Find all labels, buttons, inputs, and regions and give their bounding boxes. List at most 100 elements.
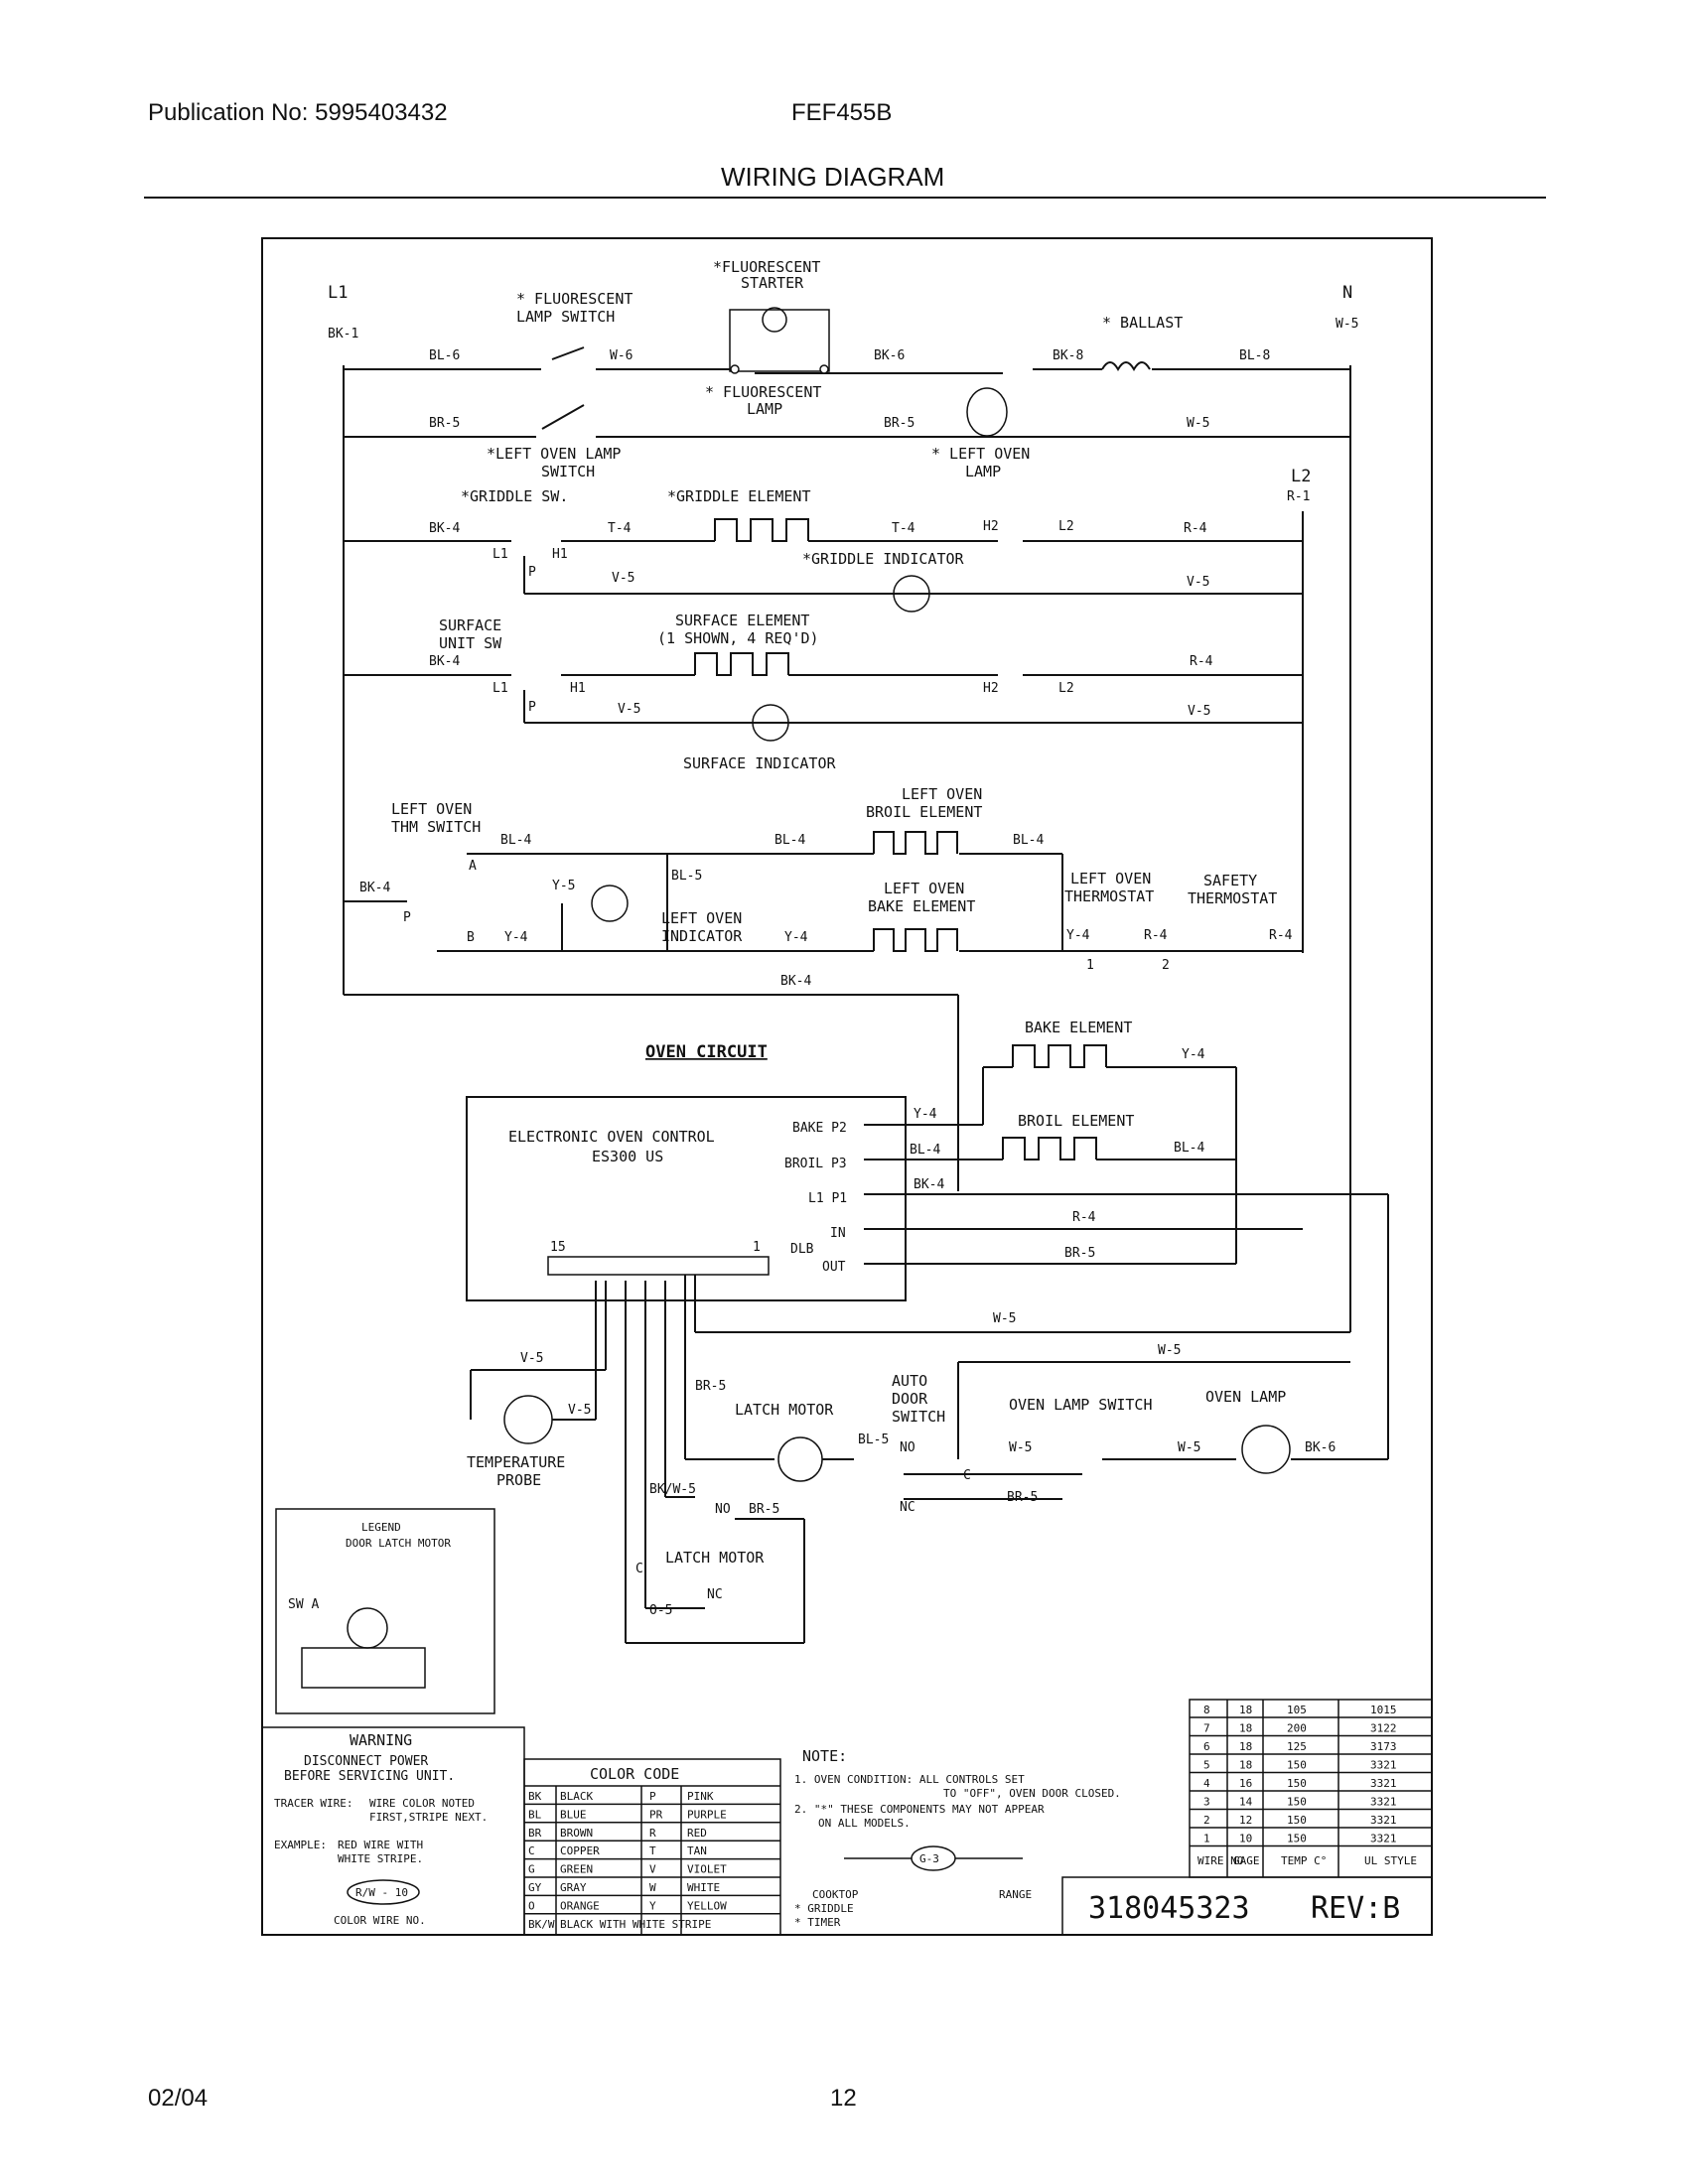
example-label: EXAMPLE: <box>274 1839 327 1851</box>
wire-table-cell: 14 <box>1239 1796 1253 1809</box>
timer-note-label: * TIMER <box>794 1916 841 1929</box>
terminal-1: 1 <box>1086 958 1094 973</box>
terminal-c-latch: C <box>635 1562 643 1576</box>
note-line-3: 2. "*" THESE COMPONENTS MAY NOT APPEAR <box>794 1803 1045 1816</box>
latch-motor-switch-label: LATCH MOTOR <box>665 1549 765 1567</box>
fluor-lamp-label-1: * FLUORESCENT <box>705 383 821 401</box>
wire-table-cell: 150 <box>1287 1759 1307 1772</box>
wire-table-cell: 150 <box>1287 1814 1307 1827</box>
color-code-cell: WHITE <box>687 1881 720 1894</box>
surface-unit-sw-label-2: UNIT SW <box>439 634 502 652</box>
tracer-wire-text-1: WIRE COLOR NOTED <box>369 1797 475 1810</box>
wire-table-header: WIRE NO <box>1197 1854 1243 1867</box>
oven-circuit-title: OVEN CIRCUIT <box>645 1042 768 1062</box>
fluor-lamp-label-2: LAMP <box>747 400 782 418</box>
left-oven-thermostat-label-1: LEFT OVEN <box>1070 870 1151 887</box>
legend-sw-label: SW A <box>288 1597 319 1612</box>
wire-w5-lower-c-label: W-5 <box>1009 1440 1032 1455</box>
color-code-cell: GREEN <box>560 1863 593 1876</box>
wire-br4-out-label: BR-5 <box>1064 1246 1095 1261</box>
color-code-cell: C <box>528 1844 535 1857</box>
wire-table-cell: 18 <box>1239 1722 1252 1735</box>
note-line-4: ON ALL MODELS. <box>818 1817 911 1830</box>
legend-title: LEGEND <box>361 1521 401 1534</box>
terminal-l2-griddle: L2 <box>1058 519 1074 534</box>
color-code-cell: G <box>528 1863 535 1876</box>
wire-bkw5-label: BK/W-5 <box>649 1482 696 1497</box>
wire-table-cell: 150 <box>1287 1833 1307 1845</box>
wire-t4-a-label: T-4 <box>608 521 632 536</box>
bake-element-label: BAKE ELEMENT <box>1025 1019 1132 1036</box>
wire-r4-griddle-label: R-4 <box>1184 521 1207 536</box>
wire-bk4-griddle-label: BK-4 <box>429 521 460 536</box>
wire-bl4-broil-label: BL-4 <box>910 1143 940 1158</box>
wire-table-cell: 4 <box>1203 1777 1210 1790</box>
color-code-cell: BR <box>528 1827 542 1840</box>
left-oven-bake-label-1: LEFT OVEN <box>884 880 964 897</box>
wire-bk6-lower-label: BK-6 <box>1305 1440 1336 1455</box>
terminal-nc-auto: NC <box>900 1500 915 1515</box>
wire-w5-lower-a-label: W-5 <box>993 1311 1016 1326</box>
revision: REV:B <box>1311 1891 1400 1926</box>
note-title: NOTE: <box>802 1747 847 1765</box>
surface-unit-sw-label-1: SURFACE <box>439 616 501 634</box>
color-code-cell: PR <box>649 1808 663 1821</box>
griddle-indicator-label: *GRIDDLE INDICATOR <box>802 550 965 568</box>
wire-w6-label: W-6 <box>610 348 633 363</box>
wire-bl4-c-label: BL-4 <box>1013 833 1044 848</box>
header-rule <box>144 197 1546 199</box>
line-l1-label: L1 <box>328 283 348 303</box>
range-label: RANGE <box>999 1888 1032 1901</box>
temperature-probe-label-2: PROBE <box>496 1471 541 1489</box>
wire-v5-griddle-right-label: V-5 <box>1187 575 1209 590</box>
wire-table-cell: 16 <box>1239 1777 1252 1790</box>
terminal-a: A <box>469 859 477 874</box>
auto-door-switch-label-2: DOOR <box>892 1390 928 1408</box>
surface-element <box>694 652 789 676</box>
temperature-probe-label-1: TEMPERATURE <box>467 1453 565 1471</box>
example-code-oval <box>347 1879 420 1905</box>
wire-table-cell: 18 <box>1239 1759 1252 1772</box>
ground-label: G-3 <box>919 1852 939 1865</box>
wire-bl4-b-label: BL-4 <box>774 833 805 848</box>
oven-lamp <box>1241 1425 1291 1474</box>
cooktop-label: COOKTOP <box>812 1888 859 1901</box>
left-oven-broil-label-1: LEFT OVEN <box>902 785 982 803</box>
wire-table-cell: 150 <box>1287 1796 1307 1809</box>
color-wire-no-label: COLOR WIRE NO. <box>334 1914 426 1927</box>
wire-table-cell: 105 <box>1287 1704 1307 1716</box>
surface-element-label-1: SURFACE ELEMENT <box>675 612 809 629</box>
wire-bk6-label: BK-6 <box>874 348 905 363</box>
wire-table-cell: 1 <box>1203 1833 1210 1845</box>
fluor-starter-label-1: *FLUORESCENT <box>713 258 820 276</box>
color-code-cell: BLACK WITH WHITE STRIPE <box>560 1918 711 1931</box>
example-code: R/W - 10 <box>355 1886 408 1899</box>
color-code-cell: PINK <box>687 1790 714 1803</box>
terminal-c-auto: C <box>963 1468 971 1483</box>
left-oven-lamp-label-2: LAMP <box>965 463 1001 480</box>
terminal-l1-surface: L1 <box>492 681 508 696</box>
fluor-starter-label-2: STARTER <box>741 274 804 292</box>
example-text-1: RED WIRE WITH <box>338 1839 423 1851</box>
wire-y5-label: Y-5 <box>552 879 575 893</box>
griddle-sw-label: *GRIDDLE SW. <box>461 487 568 505</box>
wire-w5-n-label: W-5 <box>1336 317 1358 332</box>
note-line-2: TO "OFF", OVEN DOOR CLOSED. <box>943 1787 1121 1800</box>
wire-bl5-label: BL-5 <box>671 869 702 884</box>
wire-table-cell: 3173 <box>1370 1740 1397 1753</box>
wire-bk4-surface-label: BK-4 <box>429 654 460 669</box>
color-code-cell: T <box>649 1844 656 1857</box>
wire-r4-in-label: R-4 <box>1072 1210 1096 1225</box>
left-oven-thm-switch-label-1: LEFT OVEN <box>391 800 472 818</box>
fluor-starter-box <box>729 309 830 372</box>
latch-motor-label: LATCH MOTOR <box>735 1401 834 1419</box>
color-code-cell: BLACK <box>560 1790 593 1803</box>
wire-table-header: UL STYLE <box>1364 1854 1417 1867</box>
broil-element <box>1002 1137 1097 1160</box>
terminal-no-latch: NO <box>715 1502 731 1517</box>
wire-v5-griddle-label: V-5 <box>612 571 634 586</box>
latch-motor <box>777 1436 823 1482</box>
